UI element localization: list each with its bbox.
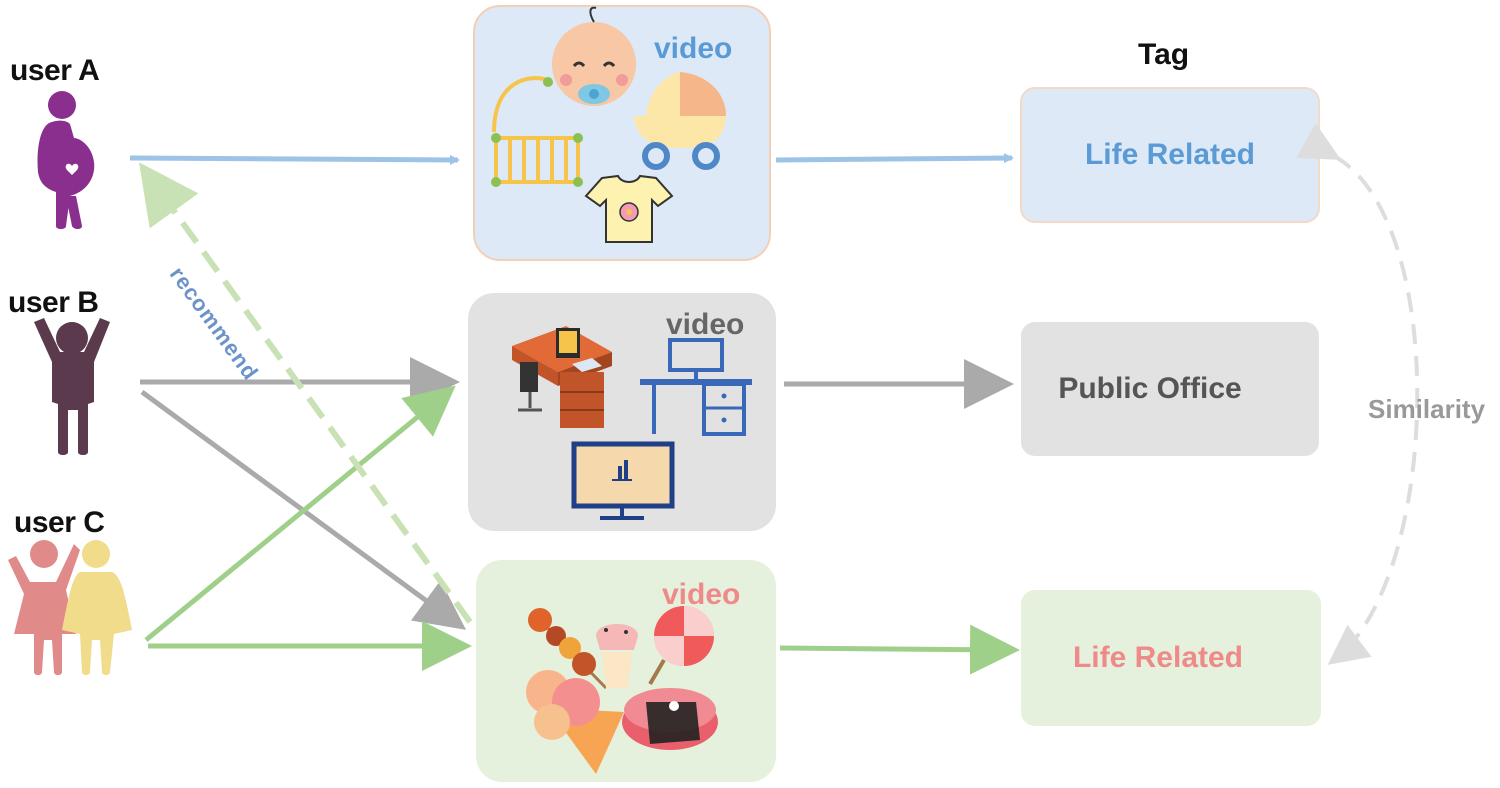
arrow-recommend bbox=[138, 162, 473, 624]
arrow-food-video-to-tag bbox=[779, 624, 1020, 675]
tag-box-public-office bbox=[1021, 322, 1319, 456]
user-c-icon bbox=[8, 540, 132, 675]
baby-video-illustration bbox=[491, 6, 726, 243]
arrow-user-c-to-office-video bbox=[144, 385, 456, 642]
video-label-food: video bbox=[662, 578, 741, 611]
tag-life-related-1: Life Related bbox=[1084, 138, 1256, 171]
food-video-illustration bbox=[526, 606, 718, 774]
user-b-icon bbox=[34, 318, 110, 455]
arrow-user-a-to-baby-video bbox=[129, 154, 460, 165]
arrow-baby-video-to-tag bbox=[775, 153, 1014, 164]
user-b-label: user B bbox=[8, 286, 99, 319]
video-label-office: video bbox=[666, 308, 745, 341]
office-video-illustration bbox=[512, 326, 752, 520]
tag-header: Tag bbox=[1138, 38, 1190, 71]
tag-life-related-2: Life Related bbox=[1072, 641, 1244, 674]
user-c-label: user C bbox=[14, 506, 105, 539]
user-a-icon bbox=[37, 91, 95, 229]
user-a-label: user A bbox=[10, 54, 100, 87]
similarity-curve bbox=[1296, 122, 1420, 665]
video-box-baby bbox=[473, 5, 771, 261]
tag-public-office: Public Office bbox=[1058, 372, 1242, 405]
tag-box-life-related-2 bbox=[1021, 590, 1321, 726]
arrow-user-b-to-food-video bbox=[140, 389, 467, 630]
video-label-baby: video bbox=[654, 32, 733, 65]
similarity-label: Similarity bbox=[1368, 394, 1486, 424]
